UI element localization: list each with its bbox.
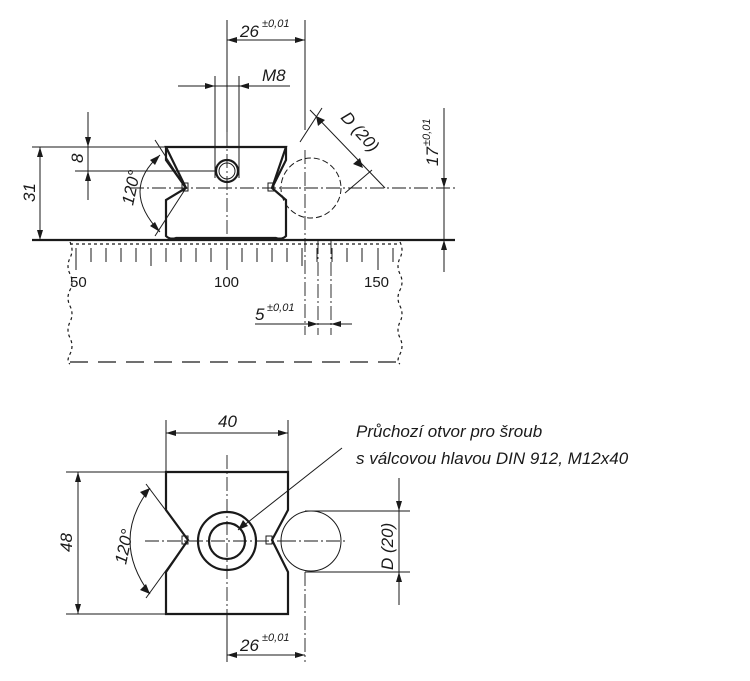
plan-angle-leg2: [145, 539, 189, 599]
arrow: [239, 83, 249, 89]
v-notch-right: [267, 182, 275, 192]
arrow: [205, 83, 215, 89]
arrow: [331, 321, 341, 327]
dim-d20-ext2: [344, 169, 373, 194]
v-block-top-body: [164, 145, 288, 240]
plan-angle-label: 120°: [111, 527, 137, 566]
arrow: [166, 430, 176, 436]
arrow: [295, 37, 305, 43]
arrow: [150, 222, 160, 232]
angle-120-arc: [139, 154, 161, 233]
scale-label-150: 150: [364, 274, 389, 291]
dim-31-label: 31: [20, 183, 39, 202]
arrow: [75, 472, 81, 482]
plan-dim-26-tolerance: ±0,01: [262, 632, 289, 644]
arrow: [396, 572, 402, 582]
arrow: [140, 584, 150, 594]
angle-120-leg1: [154, 139, 187, 189]
plan-angle-leg1: [145, 483, 189, 541]
v-block-v-edges: [164, 147, 288, 189]
arrow: [37, 147, 43, 157]
dim-26-label: 26: [239, 22, 259, 41]
scale-ticks: 50 100 150: [70, 248, 394, 291]
dim-17-tolerance: ±0,01: [421, 119, 433, 146]
note-line-2: s válcovou hlavou DIN 912, M12x40: [356, 449, 629, 468]
angle-120-leg2: [154, 187, 187, 237]
arrow: [37, 230, 43, 240]
dim-d20-ext1: [299, 107, 323, 143]
dim-26-tolerance: ±0,01: [262, 18, 289, 30]
note-line-1: Průchozí otvor pro šroub: [356, 422, 542, 441]
arrow: [308, 321, 318, 327]
dim-d20-line: [309, 109, 386, 189]
plan-dim-d20-label: D (20): [378, 523, 397, 570]
dim-5-label: 5: [255, 305, 265, 324]
arrow: [150, 155, 160, 165]
rail-break-left: [67, 241, 73, 365]
arrow: [441, 178, 447, 188]
dim-48-label: 48: [57, 533, 76, 552]
arrow: [140, 488, 150, 498]
dim-17-label: 17: [423, 147, 442, 166]
arrow: [227, 652, 237, 658]
plan-notch-right: [265, 535, 273, 545]
arrow: [396, 501, 402, 511]
arrow: [75, 604, 81, 614]
arrow: [85, 171, 91, 181]
plan-dim-26-label: 26: [239, 636, 259, 655]
plan-angle-arc: [129, 487, 151, 595]
dim-d20-label: D (20): [337, 108, 383, 156]
arrow: [238, 520, 248, 530]
arrow: [295, 652, 305, 658]
arrow: [441, 240, 447, 250]
scale-rail: [32, 238, 455, 365]
v-notch-left: [181, 182, 189, 192]
top-view: 50 100 150 26 ±0,01 M8: [20, 18, 455, 365]
dim-m8-label: M8: [262, 66, 286, 85]
rail-break-right: [397, 241, 403, 365]
note-leader-line: [237, 447, 343, 531]
dim-5-tolerance: ±0,01: [267, 302, 294, 314]
bottom-view: 40 48 120° D (20) 26 ±0,01 Průchozí otvo…: [57, 412, 629, 662]
scale-label-100: 100: [214, 274, 239, 291]
angle-120-label: 120°: [118, 168, 144, 207]
arrow: [316, 116, 325, 126]
scale-label-50: 50: [70, 274, 87, 291]
dim-8-label: 8: [68, 153, 87, 163]
arrow: [85, 137, 91, 147]
arrow: [353, 158, 363, 168]
arrow: [278, 430, 288, 436]
arrow: [227, 37, 237, 43]
dim-40-label: 40: [218, 412, 237, 431]
workpiece-circle: [280, 157, 342, 219]
